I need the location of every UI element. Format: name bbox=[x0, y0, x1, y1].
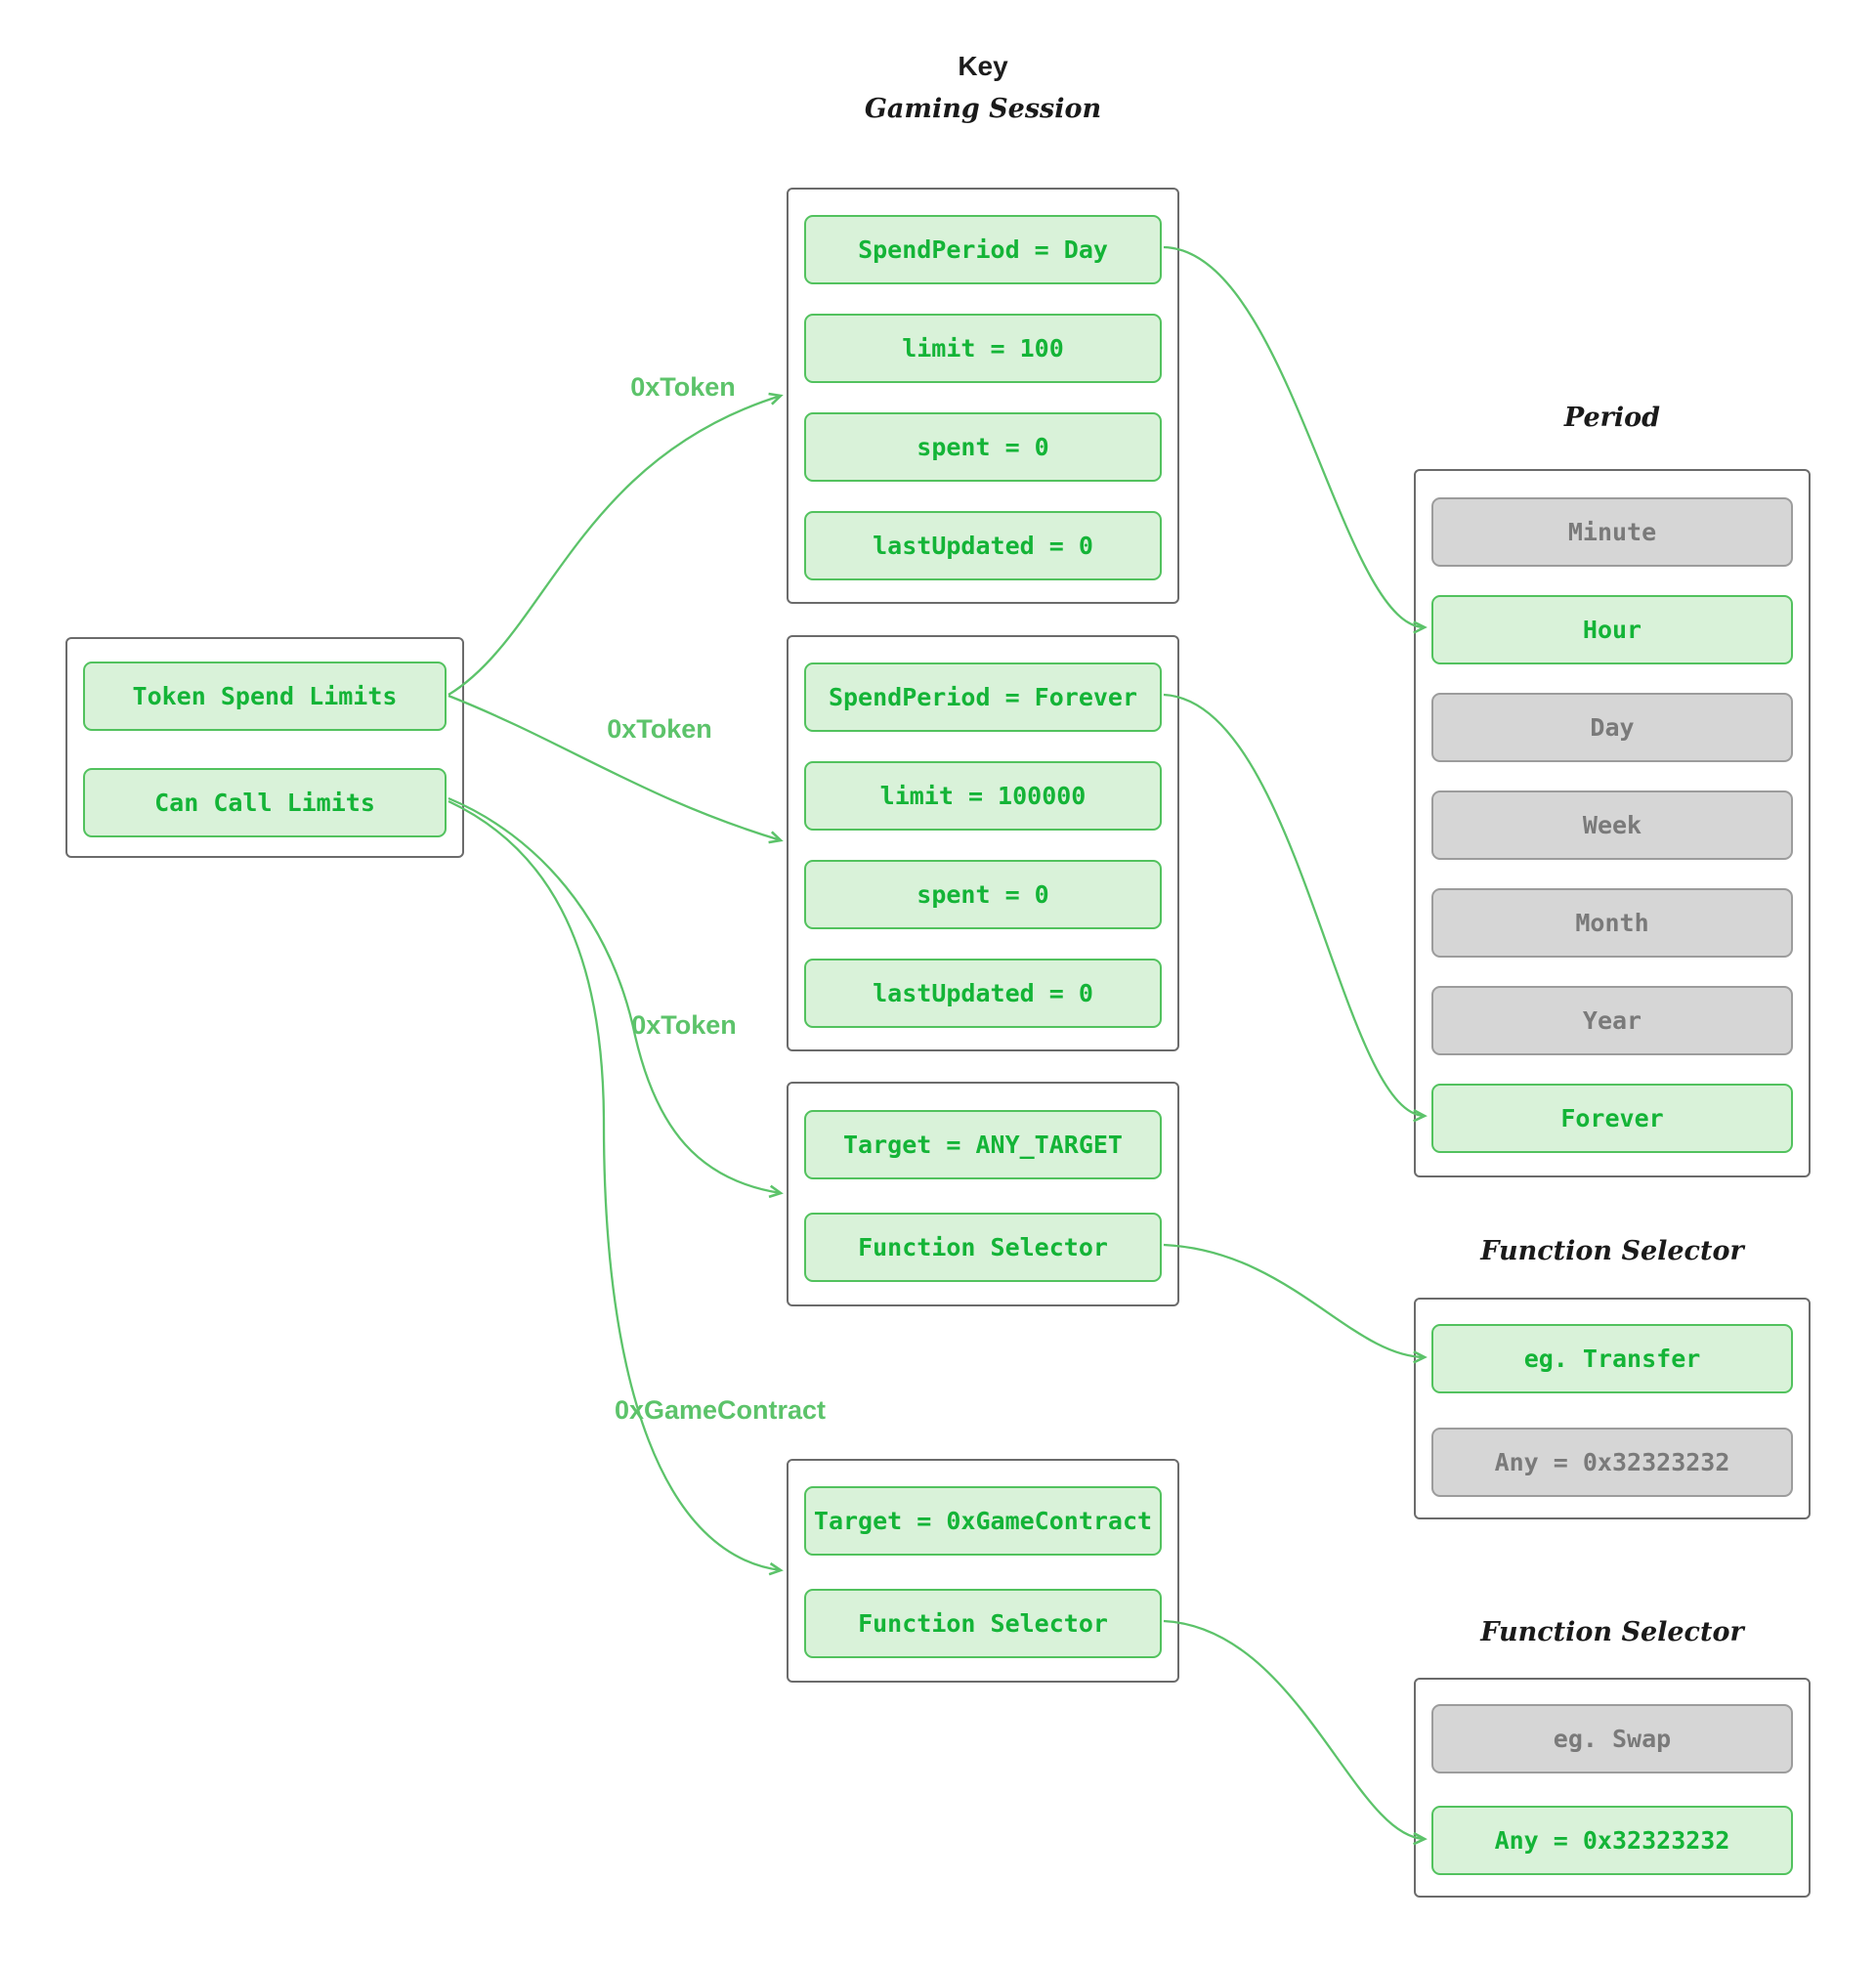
period-option-year: Year bbox=[1431, 986, 1793, 1055]
spend-period-day-row: SpendPeriod = Day bbox=[804, 215, 1162, 284]
period-option-week: Week bbox=[1431, 790, 1793, 860]
edge-can-call-to-game-contract-box bbox=[448, 799, 784, 1576]
function-selector-transfer-title: Function Selector bbox=[1480, 1236, 1744, 1266]
fs-option-swap: eg. Swap bbox=[1431, 1704, 1793, 1773]
target-any-target-row: Target = ANY_TARGET bbox=[804, 1110, 1162, 1179]
period-panel-title: Period bbox=[1563, 403, 1661, 433]
spent-0-row: spent = 0 bbox=[804, 860, 1162, 929]
period-option-month: Month bbox=[1431, 888, 1793, 958]
forever-spend-limit-container: SpendPeriod = Forever limit = 100000 spe… bbox=[787, 635, 1179, 1051]
edge-label-0xtoken-day: 0xToken bbox=[630, 372, 736, 402]
fs-option-any-selector: Any = 0x32323232 bbox=[1431, 1806, 1793, 1875]
token-spend-limits-node: Token Spend Limits bbox=[83, 662, 447, 731]
any-target-call-container: Target = ANY_TARGET Function Selector bbox=[787, 1082, 1179, 1306]
period-option-hour: Hour bbox=[1431, 595, 1793, 664]
last-updated-row: lastUpdated = 0 bbox=[804, 511, 1162, 580]
spend-period-forever-row: SpendPeriod = Forever bbox=[804, 662, 1162, 732]
fs-option-transfer: eg. Transfer bbox=[1431, 1324, 1793, 1393]
edge-token-spend-to-day-box bbox=[448, 392, 784, 696]
spent-0-row: spent = 0 bbox=[804, 412, 1162, 482]
edge-label-0xgamecontract: 0xGameContract bbox=[614, 1395, 827, 1425]
fs-option-any-selector: Any = 0x32323232 bbox=[1431, 1428, 1793, 1497]
period-option-minute: Minute bbox=[1431, 497, 1793, 567]
edge-function-selector-to-any bbox=[1163, 1619, 1428, 1846]
period-option-day: Day bbox=[1431, 693, 1793, 762]
key-subtitle: Gaming Session bbox=[864, 94, 1102, 124]
function-selector-swap-panel: eg. Swap Any = 0x32323232 bbox=[1414, 1678, 1811, 1898]
target-game-contract-row: Target = 0xGameContract bbox=[804, 1486, 1162, 1556]
period-option-forever: Forever bbox=[1431, 1084, 1793, 1153]
last-updated-row: lastUpdated = 0 bbox=[804, 959, 1162, 1028]
key-title: Key bbox=[958, 51, 1008, 81]
edge-function-selector-to-transfer bbox=[1163, 1243, 1428, 1364]
edge-spend-period-day-to-hour bbox=[1163, 245, 1428, 634]
function-selector-row: Function Selector bbox=[804, 1589, 1162, 1658]
day-spend-limit-container: SpendPeriod = Day limit = 100 spent = 0 … bbox=[787, 188, 1179, 604]
function-selector-row: Function Selector bbox=[804, 1213, 1162, 1282]
function-selector-transfer-panel: eg. Transfer Any = 0x32323232 bbox=[1414, 1298, 1811, 1519]
period-panel: Minute Hour Day Week Month Year Forever bbox=[1414, 469, 1811, 1177]
edge-spend-period-forever-to-forever bbox=[1163, 693, 1428, 1123]
game-contract-call-container: Target = 0xGameContract Function Selecto… bbox=[787, 1459, 1179, 1683]
edge-label-0xtoken-forever: 0xToken bbox=[607, 714, 712, 744]
edge-label-0xtoken-anytarget: 0xToken bbox=[631, 1010, 737, 1040]
limit-100-row: limit = 100 bbox=[804, 314, 1162, 383]
limits-container: Token Spend Limits Can Call Limits bbox=[65, 637, 464, 858]
limit-100000-row: limit = 100000 bbox=[804, 761, 1162, 831]
function-selector-swap-title: Function Selector bbox=[1480, 1617, 1744, 1647]
edge-can-call-to-any-target-box bbox=[448, 796, 784, 1199]
can-call-limits-node: Can Call Limits bbox=[83, 768, 447, 837]
